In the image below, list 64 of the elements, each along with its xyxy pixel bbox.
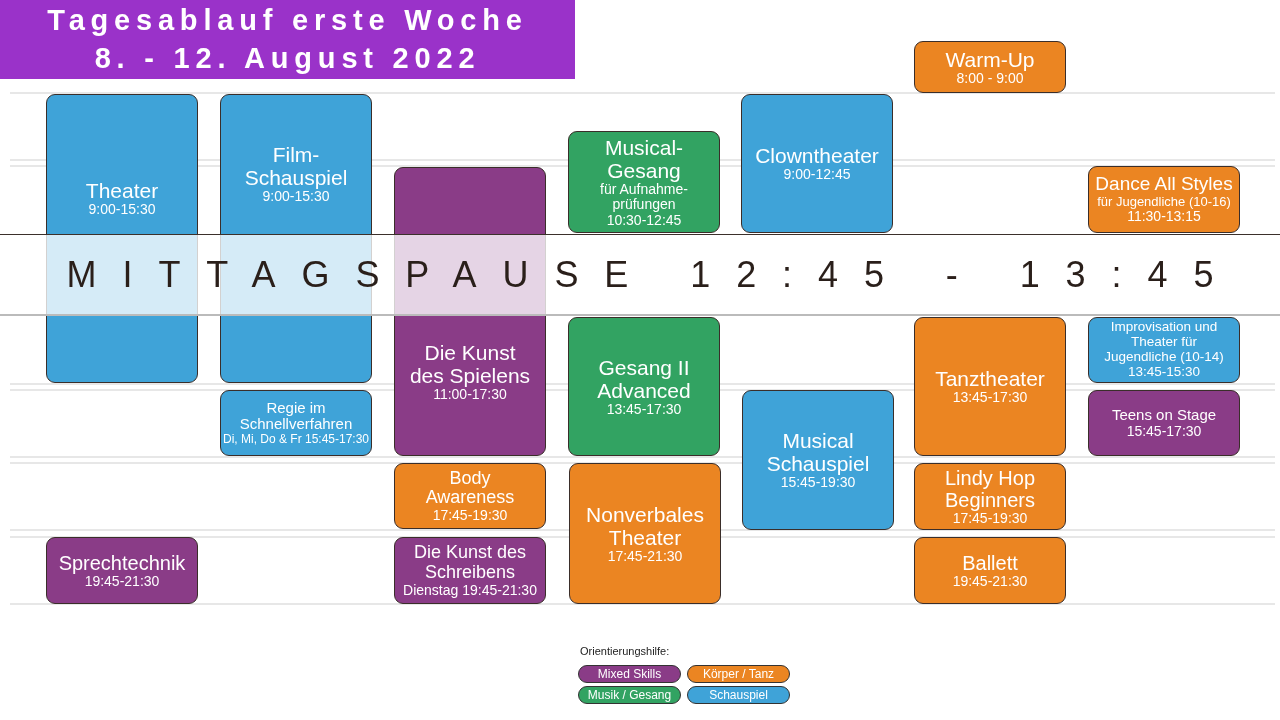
course-time: 17:45-19:30 — [432, 508, 508, 524]
course-name: Body Awareness — [424, 468, 516, 509]
title: Tagesablauf erste Woche 8. - 12. August 2022 — [46, 2, 529, 76]
course-name: Film-Schauspiel — [243, 143, 349, 190]
course-name: Dance All Styles — [1095, 174, 1233, 196]
course-name: Regie im Schnellverfahren — [238, 399, 354, 433]
course-name: Musical-Gesang — [604, 135, 684, 182]
course-time: 13:45-17:30 — [952, 390, 1028, 406]
course-name: Die Kunst des Schreibens — [412, 543, 528, 583]
course-name: Clowntheater — [755, 144, 879, 168]
course-time: Dienstag 19:45-21:30 — [403, 582, 537, 598]
course-time: 19:45-21:30 — [84, 573, 160, 590]
course-name: Die Kunst des Spielens — [408, 341, 532, 388]
course-card — [914, 41, 1066, 93]
course-name: Ballett — [962, 551, 1018, 574]
legend-pill: Mixed Skills — [578, 665, 681, 683]
course-name: Teens on Stage — [1111, 407, 1217, 424]
course-card — [569, 463, 721, 604]
course-card — [1088, 317, 1240, 383]
course-time: 13:45-17:30 — [606, 401, 682, 418]
legend-pill: Musik / Gesang — [578, 686, 681, 704]
course-time: 9:00-15:30 — [88, 202, 156, 218]
legend-pill: Körper / Tanz — [687, 665, 790, 683]
course-time: 13:45-15:30 — [1127, 364, 1201, 380]
course-card — [568, 317, 720, 456]
course-card — [914, 317, 1066, 456]
course-name: Theater — [85, 179, 159, 203]
course-time: 15:45-17:30 — [1126, 423, 1202, 439]
legend-pill: Schauspiel — [687, 686, 790, 704]
legend-heading: Orientierungshilfe: — [580, 645, 670, 657]
course-time: 17:45-21:30 — [607, 548, 683, 565]
course-name: Improvisation und Theater für Jugendliche (10-14) — [1103, 320, 1225, 365]
lunch-break-band — [0, 234, 1280, 316]
course-name: Tanztheater — [935, 367, 1045, 391]
course-time: 11:30-13:15 — [1127, 209, 1201, 225]
course-card — [741, 94, 893, 233]
course-card — [914, 537, 1066, 604]
course-name: Sprechtechnik — [58, 551, 186, 574]
course-card — [220, 390, 372, 456]
course-card — [568, 131, 720, 233]
course-name: Nonverbales Theater — [585, 502, 705, 549]
course-card — [1088, 390, 1240, 456]
course-card — [1088, 166, 1240, 233]
course-card — [914, 463, 1066, 530]
course-note: für Jugendliche (10-16) — [1097, 195, 1231, 210]
course-time: 15:45-19:30 — [780, 475, 856, 491]
course-time: 9:00-15:30 — [262, 189, 330, 205]
course-name: Lindy Hop Beginners — [943, 466, 1037, 511]
break-label: MITTAGSPAUSE 12:45 - 13:45 — [65, 253, 1240, 296]
course-time: 9:00-12:45 — [783, 167, 851, 183]
course-time: 17:45-19:30 — [952, 510, 1028, 527]
course-note: für Aufnahme-prüfungen — [599, 182, 689, 213]
course-card — [742, 390, 894, 530]
course-time: Di, Mi, Do & Fr 15:45-17:30 — [222, 432, 370, 447]
course-time: 19:45-21:30 — [952, 573, 1028, 590]
course-name: Musical Schauspiel — [765, 429, 871, 476]
course-name: Warm-Up — [945, 47, 1035, 71]
course-card — [46, 537, 198, 604]
course-time: 8:00 - 9:00 — [956, 70, 1024, 87]
course-card — [394, 537, 546, 604]
course-card — [394, 463, 546, 529]
course-time: 10:30-12:45 — [606, 212, 682, 229]
course-name: Gesang II Advanced — [596, 355, 692, 402]
course-time: 11:00-17:30 — [433, 387, 507, 403]
